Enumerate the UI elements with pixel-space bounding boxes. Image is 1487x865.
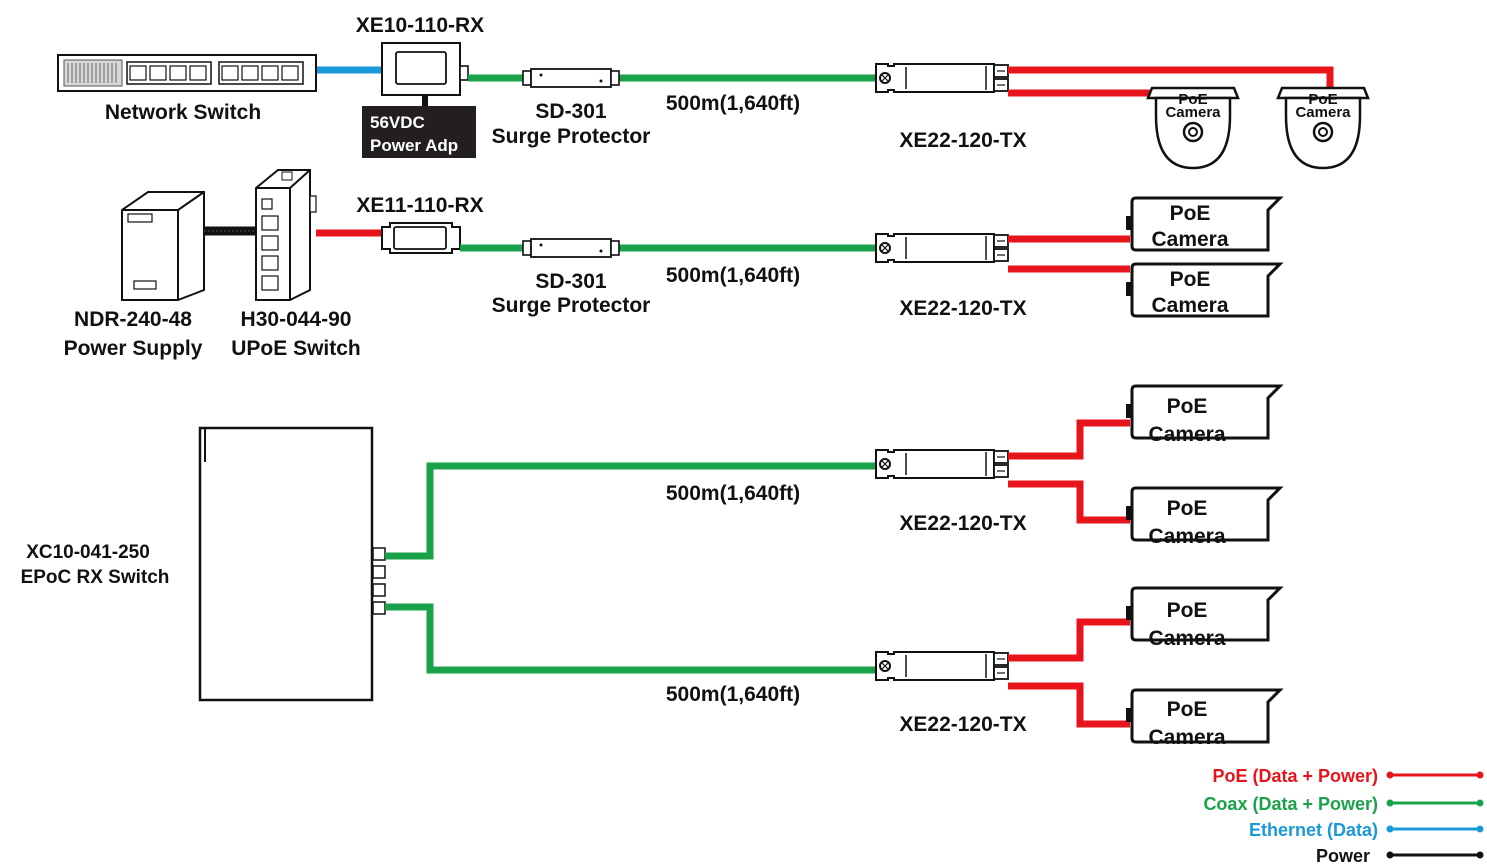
- legend-item-power: Power: [1316, 846, 1484, 865]
- legend-item-coax: Coax (Data + Power): [1203, 794, 1484, 814]
- row3-upper-poe-cable-b: [1008, 480, 1130, 524]
- row3-upper-poe-cable-a: [1008, 419, 1130, 460]
- row1-surge-protector: [522, 68, 620, 88]
- row2-camera-a-line2: Camera: [1151, 228, 1228, 251]
- row2-camera-b-line2: Camera: [1151, 294, 1228, 317]
- row1-surge-line1: SD-301: [535, 100, 607, 123]
- row2-surge-line1: SD-301: [535, 270, 607, 293]
- row2-psu-line2: Power Supply: [64, 337, 203, 360]
- row3-lower-tx-label: XE22-120-TX: [899, 713, 1026, 736]
- legend-item-poe: PoE (Data + Power): [1212, 766, 1484, 786]
- row3-lower-camera-b-line1: PoE: [1167, 698, 1208, 721]
- row2-distance: 500m(1,640ft): [666, 264, 800, 287]
- row1-distance: 500m(1,640ft): [666, 92, 800, 115]
- row3-upper-camera-b-line2: Camera: [1148, 525, 1225, 548]
- row3-lower-coax-cable: [385, 603, 880, 674]
- row1-rx-device: [381, 42, 469, 96]
- row2-surge-protector: [522, 238, 620, 258]
- row1-surge-line2: Surge Protector: [492, 125, 651, 148]
- row1-rx-label: XE10-110-RX: [356, 14, 484, 37]
- legend: PoE (Data + Power) Coax (Data + Power) E…: [1203, 766, 1484, 865]
- row3-epoc-switch: [198, 426, 386, 702]
- row2-power-supply: [121, 191, 205, 301]
- row3-upper-camera-b-line1: PoE: [1167, 497, 1208, 520]
- row3-upper-camera-a-line2: Camera: [1148, 423, 1225, 446]
- row3-upper-coax-cable: [385, 462, 880, 560]
- row1-adapter-line2: Power Adp: [370, 136, 458, 155]
- row1-power-adapter: 56VDC Power Adp: [362, 106, 476, 158]
- row2-upoe-line2: UPoE Switch: [231, 337, 361, 360]
- row3-lower-camera-b-line2: Camera: [1148, 726, 1225, 749]
- row1-camera-b-line2: Camera: [1295, 104, 1351, 121]
- row3-lower-poe-cable-a: [1008, 618, 1130, 662]
- row2-tx-device: [875, 233, 1009, 263]
- row1-network-switch: [57, 54, 317, 92]
- row2-camera-b-line1: PoE: [1170, 268, 1211, 291]
- row2-camera-a-line1: PoE: [1170, 202, 1211, 225]
- row3-lower-distance: 500m(1,640ft): [666, 683, 800, 706]
- row3-upper-tx-device: [875, 449, 1009, 479]
- row3-lower-tx-device: [875, 651, 1009, 681]
- row3-switch-line1: XC10-041-250: [26, 542, 150, 563]
- row3-lower-camera-a-line1: PoE: [1167, 599, 1208, 622]
- row3-lower-poe-cable-b: [1008, 682, 1130, 728]
- row1-poe-cable-b: [1008, 66, 1334, 90]
- row1-switch-label: Network Switch: [105, 101, 261, 124]
- row3-upper-tx-label: XE22-120-TX: [899, 512, 1026, 535]
- row2-upoe-line1: H30-044-90: [241, 308, 352, 331]
- row1-adapter-line1: 56VDC: [370, 113, 425, 132]
- row1-tx-device: [875, 63, 1009, 93]
- row3-switch-line2: EPoC RX Switch: [21, 567, 170, 588]
- row2-tx-label: XE22-120-TX: [899, 297, 1026, 320]
- legend-label-ethernet: Ethernet (Data): [1249, 820, 1378, 840]
- legend-label-poe: PoE (Data + Power): [1212, 766, 1378, 786]
- row2-psu-line1: NDR-240-48: [74, 308, 192, 331]
- legend-label-power: Power: [1316, 846, 1370, 865]
- row1-tx-label: XE22-120-TX: [899, 129, 1026, 152]
- legend-label-coax: Coax (Data + Power): [1203, 794, 1378, 814]
- row1-camera-a-line1: PoE: [1178, 91, 1207, 108]
- row1-camera-b-line1: PoE: [1308, 91, 1337, 108]
- row2-rx-device: [381, 222, 461, 254]
- row2-surge-line2: Surge Protector: [492, 294, 651, 317]
- row3-upper-camera-a-line1: PoE: [1167, 395, 1208, 418]
- row3-lower-camera-a-line2: Camera: [1148, 627, 1225, 650]
- row2-rx-label: XE11-110-RX: [356, 194, 483, 217]
- row2-upoe-switch: [255, 169, 317, 301]
- row1-camera-a-line2: Camera: [1165, 104, 1221, 121]
- row3-upper-distance: 500m(1,640ft): [666, 482, 800, 505]
- legend-item-ethernet: Ethernet (Data): [1249, 820, 1484, 840]
